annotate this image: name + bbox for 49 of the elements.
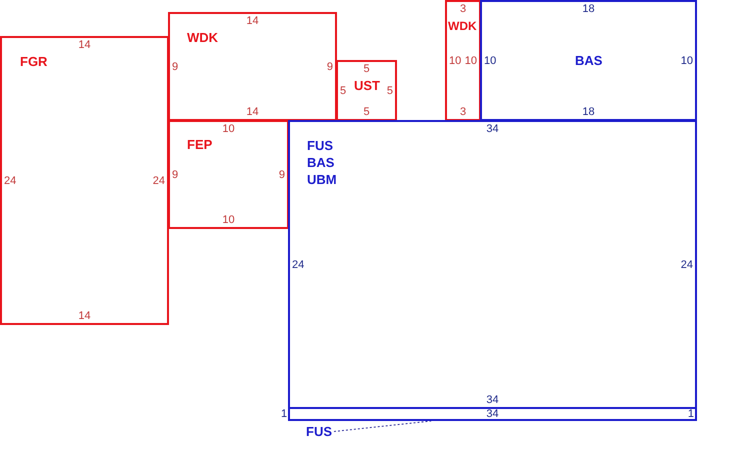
dimension-label: 34 bbox=[486, 394, 499, 406]
dimension-label: 18 bbox=[582, 106, 595, 118]
dimension-label: 1 bbox=[281, 408, 288, 420]
dimension-label: 9 bbox=[172, 168, 178, 180]
room-outline bbox=[288, 120, 697, 409]
dimension-label: 14 bbox=[78, 310, 91, 322]
dimension-label: 10 bbox=[464, 54, 477, 66]
room-outline bbox=[0, 36, 169, 325]
dimension-label: 24 bbox=[680, 258, 693, 270]
room-label: FUS bbox=[306, 424, 332, 439]
dimension-label: 10 bbox=[449, 54, 462, 66]
dimension-label: 1 bbox=[688, 408, 694, 420]
room-label: UST bbox=[354, 78, 380, 93]
dimension-label: 10 bbox=[680, 54, 693, 66]
room-outline bbox=[168, 120, 289, 229]
room-outline bbox=[336, 60, 397, 121]
leader-line bbox=[334, 420, 432, 432]
dimension-label: 3 bbox=[460, 3, 466, 15]
dimension-label: 10 bbox=[222, 214, 235, 226]
dimension-label: 24 bbox=[292, 258, 304, 270]
dimension-label: 5 bbox=[340, 84, 346, 96]
dimension-label: 34 bbox=[486, 408, 499, 420]
dimension-label: 24 bbox=[152, 174, 165, 186]
dimension-label: 9 bbox=[278, 168, 285, 180]
dimension-label: 5 bbox=[363, 106, 370, 118]
dimension-label: 5 bbox=[386, 84, 393, 96]
dimension-label: 14 bbox=[246, 106, 259, 118]
dimension-label: 10 bbox=[484, 54, 496, 66]
dimension-label: 5 bbox=[363, 63, 370, 75]
room-label: FUS bbox=[307, 138, 333, 153]
dimension-label: 24 bbox=[4, 174, 16, 186]
room-label: WDK bbox=[448, 19, 477, 34]
room-outline bbox=[168, 12, 337, 121]
room-outline bbox=[480, 0, 697, 121]
dimension-label: 3 bbox=[460, 106, 466, 118]
room-label: BAS bbox=[575, 53, 602, 68]
dimension-label: 9 bbox=[326, 60, 333, 72]
room-label: UBM bbox=[307, 172, 337, 187]
room-label: WDK bbox=[187, 30, 218, 45]
dimension-label: 18 bbox=[582, 3, 595, 15]
dimension-label: 9 bbox=[172, 60, 178, 72]
room-outline bbox=[445, 0, 481, 121]
room-label: FEP bbox=[187, 137, 212, 152]
dimension-label: 10 bbox=[222, 123, 235, 135]
room-label: BAS bbox=[307, 155, 334, 170]
dimension-label: 34 bbox=[486, 123, 499, 135]
room-label: FGR bbox=[20, 54, 48, 69]
dimension-label: 14 bbox=[246, 15, 259, 27]
dimension-label: 14 bbox=[78, 39, 91, 51]
